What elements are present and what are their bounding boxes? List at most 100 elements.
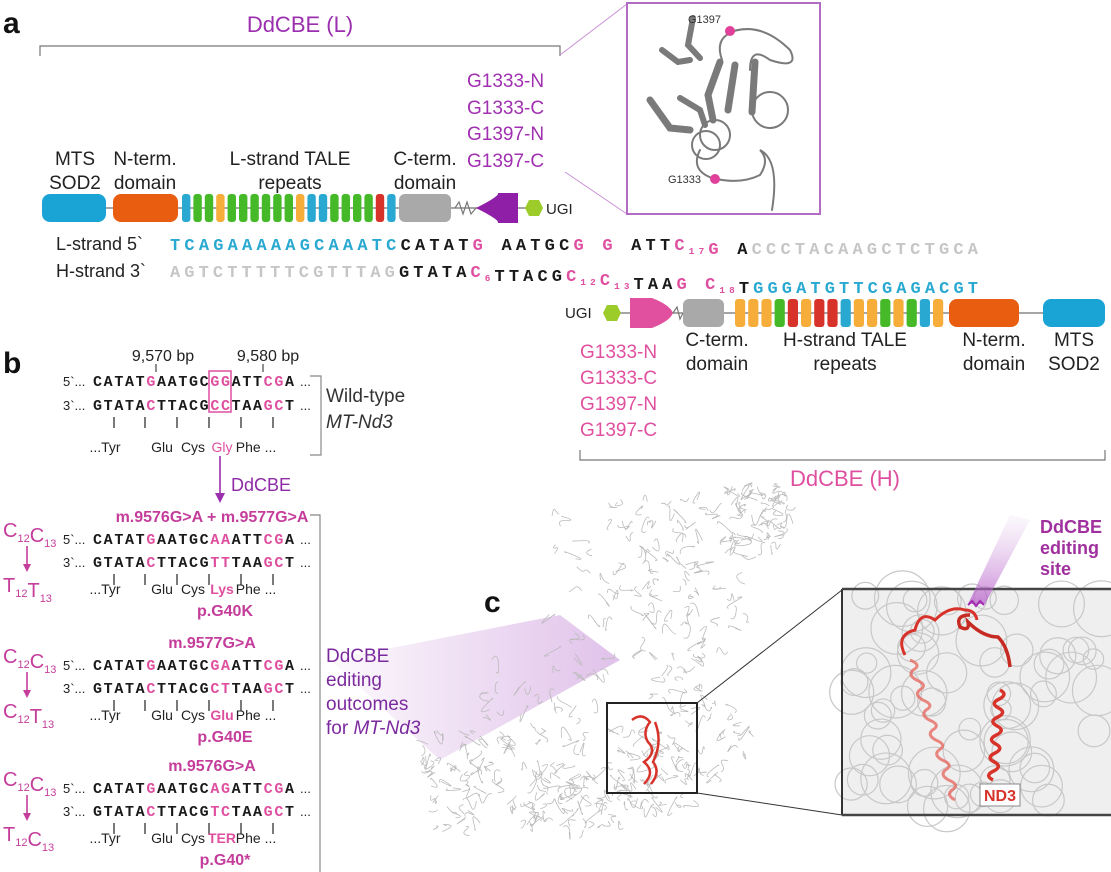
nterm-domain-label: domain [114,173,176,194]
h-nterm-domain [949,299,1019,327]
complex-strand [736,572,746,585]
complex-strand [676,520,684,531]
h-cterm-label: C-term. [685,330,748,351]
sequence-segment: T [285,398,294,415]
sequence-segment: G [708,241,718,260]
complex-strand [633,586,642,597]
sequence-segment: TTACG [157,555,209,572]
complex-strand [491,655,500,674]
deaminase-structure [646,15,794,211]
complex-strand [513,681,527,696]
complex-strand [686,613,691,625]
dots: ... [300,532,311,547]
l-ugi-label: UGI [546,201,573,218]
surface-lobe [989,585,1019,616]
complex-strand [556,696,572,708]
complex-strand [650,677,666,683]
g1333-site-dot [710,174,720,184]
sequence-segment: G [146,532,155,549]
complex-strand [652,610,662,625]
complex-strand [542,810,547,823]
complex-strand [562,740,580,748]
complex-strand [706,713,712,722]
outcomes-bracket [310,514,321,872]
complex-strand [662,697,673,711]
base: C [3,646,17,668]
complex-strand [638,726,649,733]
complex-strand [743,484,753,488]
complex-strand [477,766,484,784]
complex-strand [464,735,481,746]
complex-strand [704,512,719,519]
complex-strand [625,790,631,798]
complex-strand [737,501,741,514]
tale-repeat-green [261,194,271,222]
complex-strand [619,585,634,592]
complex-strand [742,750,747,760]
complex-strand [751,510,767,526]
tale-label: L-strand TALE [230,149,351,170]
complex-strand [679,692,686,707]
sequence-segment: AGTCTTTTTCGTTTAG [170,264,395,283]
h-tale-label: H-strand TALE [783,330,907,351]
dots: ... [300,398,311,413]
tale-repeat-green [273,194,282,222]
complex-strand [591,698,599,714]
complex-strand [569,634,585,644]
surface-lobe [1029,680,1057,708]
complex-strand [600,668,609,675]
complex-strand [713,773,722,782]
complex-strand [730,542,736,552]
base-pair-label: C12C13 [3,646,56,676]
sequence-segment: CG [264,532,284,549]
complex-strand [594,799,603,812]
complex-strand [479,691,489,702]
base-index: 12 [17,659,29,671]
base-pair-label: C12C13 [3,520,56,550]
subscript: 12 [580,277,596,288]
surface-lobe [1067,636,1097,666]
target-box [208,370,232,413]
l-ugi-hexagon [525,200,543,216]
sequence-segment: TAA [232,555,262,572]
complex-strand [483,766,491,772]
tale-repeat-yellow [735,299,746,327]
wildtype-gene: MT-Nd3 [326,412,393,433]
complex-strand [529,812,540,827]
complex-strand [692,491,701,504]
sequence-segment: G [602,237,612,256]
amino-acid: Cys [181,830,205,846]
sequence-segment: C [146,804,155,821]
complex-strand [652,578,659,586]
base: C [27,829,41,851]
base-pair-label: T12T13 [3,575,52,605]
complex-strand [574,672,586,681]
complex-strand [458,804,465,815]
base-pair-label: C12C13 [3,769,56,799]
complex-strand [460,741,467,748]
zoom-connector-bottom [696,792,843,816]
complex-strand [530,815,536,826]
complex-strand [547,798,556,805]
complex-strand [643,804,655,818]
complex-strand [689,561,702,571]
base: C [30,525,44,547]
complex-strand [509,745,516,758]
subscript: 18 [719,285,735,296]
complex-strand [637,546,647,558]
complex-strand [503,738,512,755]
complex-strand [507,795,517,805]
tale-repeat-yellow [216,194,225,222]
complex-strand [557,779,575,793]
amino-acid: Gly [212,439,233,455]
complex-strand [537,731,549,743]
complex-strand [469,730,476,735]
complex-i-structure [416,482,796,840]
surface-lobe [906,785,949,828]
complex-strand [756,486,766,496]
surface-lobe [991,731,1033,773]
sequence-segment: C [146,681,155,698]
complex-strand [684,605,694,617]
sequence-segment: C [705,276,715,295]
